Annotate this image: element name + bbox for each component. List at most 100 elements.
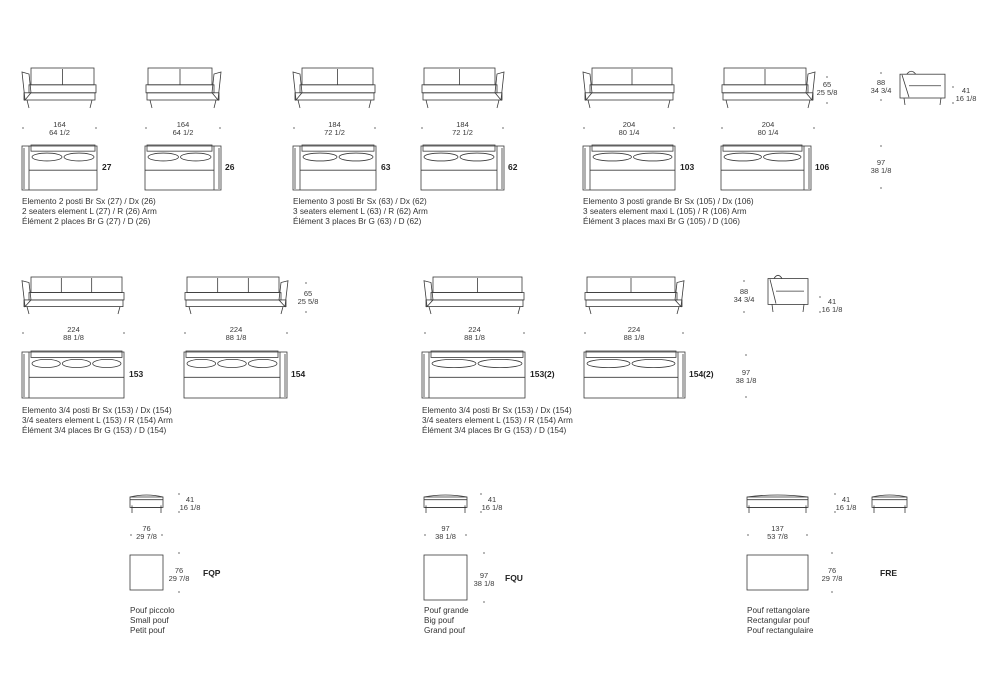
- caption-line: Elemento 3/4 posti Br Sx (153) / Dx (154…: [422, 406, 572, 415]
- pouf-depth-in: 38 1/8: [473, 578, 495, 588]
- pouf-height-cm: 41: [487, 495, 497, 504]
- seat-cushion: [421, 84, 498, 94]
- dimension-dot: [880, 72, 882, 74]
- base: [294, 92, 375, 101]
- pouf-width-in: 29 7/8: [136, 532, 157, 541]
- base: [146, 92, 220, 101]
- dimension-dot: [130, 534, 132, 536]
- depth-cm: 97: [741, 368, 751, 377]
- backrest: [185, 350, 279, 358]
- back-cushion: [180, 152, 212, 162]
- base: [722, 92, 814, 101]
- caption-line: 2 seaters element L (27) / R (26) Arm: [22, 207, 157, 216]
- dimension-dot: [952, 102, 954, 104]
- back-cushions: [186, 276, 280, 293]
- backrest: [30, 144, 96, 152]
- dimension-dot: [831, 591, 833, 593]
- arm-line: [769, 279, 777, 304]
- module-code-label: 154(2): [689, 369, 714, 379]
- back-cushion: [31, 152, 63, 162]
- module-caption: Elemento 3 posti grande Br Sx (105) / Dx…: [583, 197, 754, 227]
- module-width-in: 64 1/2: [172, 128, 194, 137]
- base: [422, 92, 503, 101]
- module-code-label: 103: [680, 162, 695, 172]
- sofa-plan-view-154: [183, 350, 288, 399]
- back-curve: [773, 274, 783, 279]
- dimension-dot: [145, 127, 147, 129]
- pouf-width-in: 38 1/8: [435, 532, 456, 541]
- pouf-height-in: 16 1/8: [835, 503, 857, 512]
- backrest: [591, 144, 674, 152]
- base: [185, 299, 287, 308]
- backrest: [422, 144, 496, 152]
- sofa-front-view-153(2): [423, 276, 525, 315]
- dimension-dot: [743, 280, 745, 282]
- total-height-in: 34 3/4: [870, 86, 892, 95]
- sofa-side-view: [767, 274, 809, 313]
- base: [585, 299, 683, 308]
- sofa-front-view-27: [21, 67, 97, 109]
- dimension-dot: [813, 127, 815, 129]
- dimension-dot: [178, 493, 180, 495]
- body: [899, 73, 946, 99]
- leg: [428, 306, 432, 315]
- sofa-plan-view-103: [582, 144, 676, 191]
- sofa-height-cm: 65: [822, 80, 832, 89]
- armrest: [582, 71, 593, 101]
- sofa-front-view-103: [582, 67, 675, 109]
- back-cushion: [302, 152, 338, 162]
- module-caption: Elemento 3 posti Br Sx (63) / Dx (62)3 s…: [293, 197, 428, 227]
- back-cushion: [63, 152, 95, 162]
- pouf-depth-in: 29 7/8: [821, 573, 843, 583]
- body: [746, 496, 809, 508]
- dimension-dot: [421, 127, 423, 129]
- back-cushions: [30, 276, 123, 293]
- seat-cushion: [28, 84, 97, 94]
- back-cushion: [633, 152, 673, 162]
- caption-line: Pouf rectangulaire: [747, 626, 814, 635]
- sofa-plan-view-27: [21, 144, 98, 191]
- base: [23, 92, 96, 101]
- back-cushion: [477, 358, 523, 369]
- back-cushion: [459, 152, 495, 162]
- pouf-depth-in: 29 7/8: [168, 573, 190, 583]
- module-width-cm: 224: [229, 325, 243, 334]
- back-cushion: [763, 152, 802, 162]
- caption-line: Grand pouf: [424, 626, 465, 635]
- leg: [117, 306, 121, 315]
- module-width-cm: 164: [176, 120, 190, 129]
- seat-cushion: [589, 84, 675, 94]
- seat-cushion: [145, 84, 215, 94]
- sofa-plan-view-106: [720, 144, 812, 191]
- leg: [149, 99, 153, 109]
- caption-line: Élément 2 places Br G (27) / D (26): [22, 217, 151, 226]
- leg: [368, 99, 372, 109]
- pouf-height-in: 16 1/8: [179, 503, 201, 512]
- pouf-width-cm: 76: [142, 524, 151, 533]
- dimension-dot: [502, 127, 504, 129]
- dimension-dot: [480, 493, 482, 495]
- module-width-cm: 204: [622, 120, 636, 129]
- leg: [771, 304, 774, 313]
- back-cushion: [31, 358, 61, 369]
- caption-line: Pouf rettangolare: [747, 606, 810, 615]
- caption-line: Élément 3/4 places Br G (153) / D (154): [22, 426, 167, 435]
- sofa-front-view-63: [292, 67, 376, 109]
- module-width-in: 88 1/8: [63, 333, 84, 342]
- back-cushion: [247, 358, 278, 369]
- module-code-label: 153: [129, 369, 144, 379]
- sofa-plan-view-153(2): [421, 350, 526, 399]
- module-width-cm: 184: [456, 120, 469, 129]
- dimension-dot: [424, 534, 426, 536]
- armrest: [494, 71, 505, 101]
- caption-line: Petit pouf: [130, 626, 165, 635]
- pouf-depth-cm: 76: [174, 565, 184, 575]
- sofa-front-view-153: [21, 276, 125, 315]
- dimension-dot: [806, 534, 808, 536]
- armrest: [423, 280, 434, 308]
- module-code-label: 26: [225, 162, 235, 172]
- backrest: [585, 350, 677, 358]
- back-cushion: [723, 152, 762, 162]
